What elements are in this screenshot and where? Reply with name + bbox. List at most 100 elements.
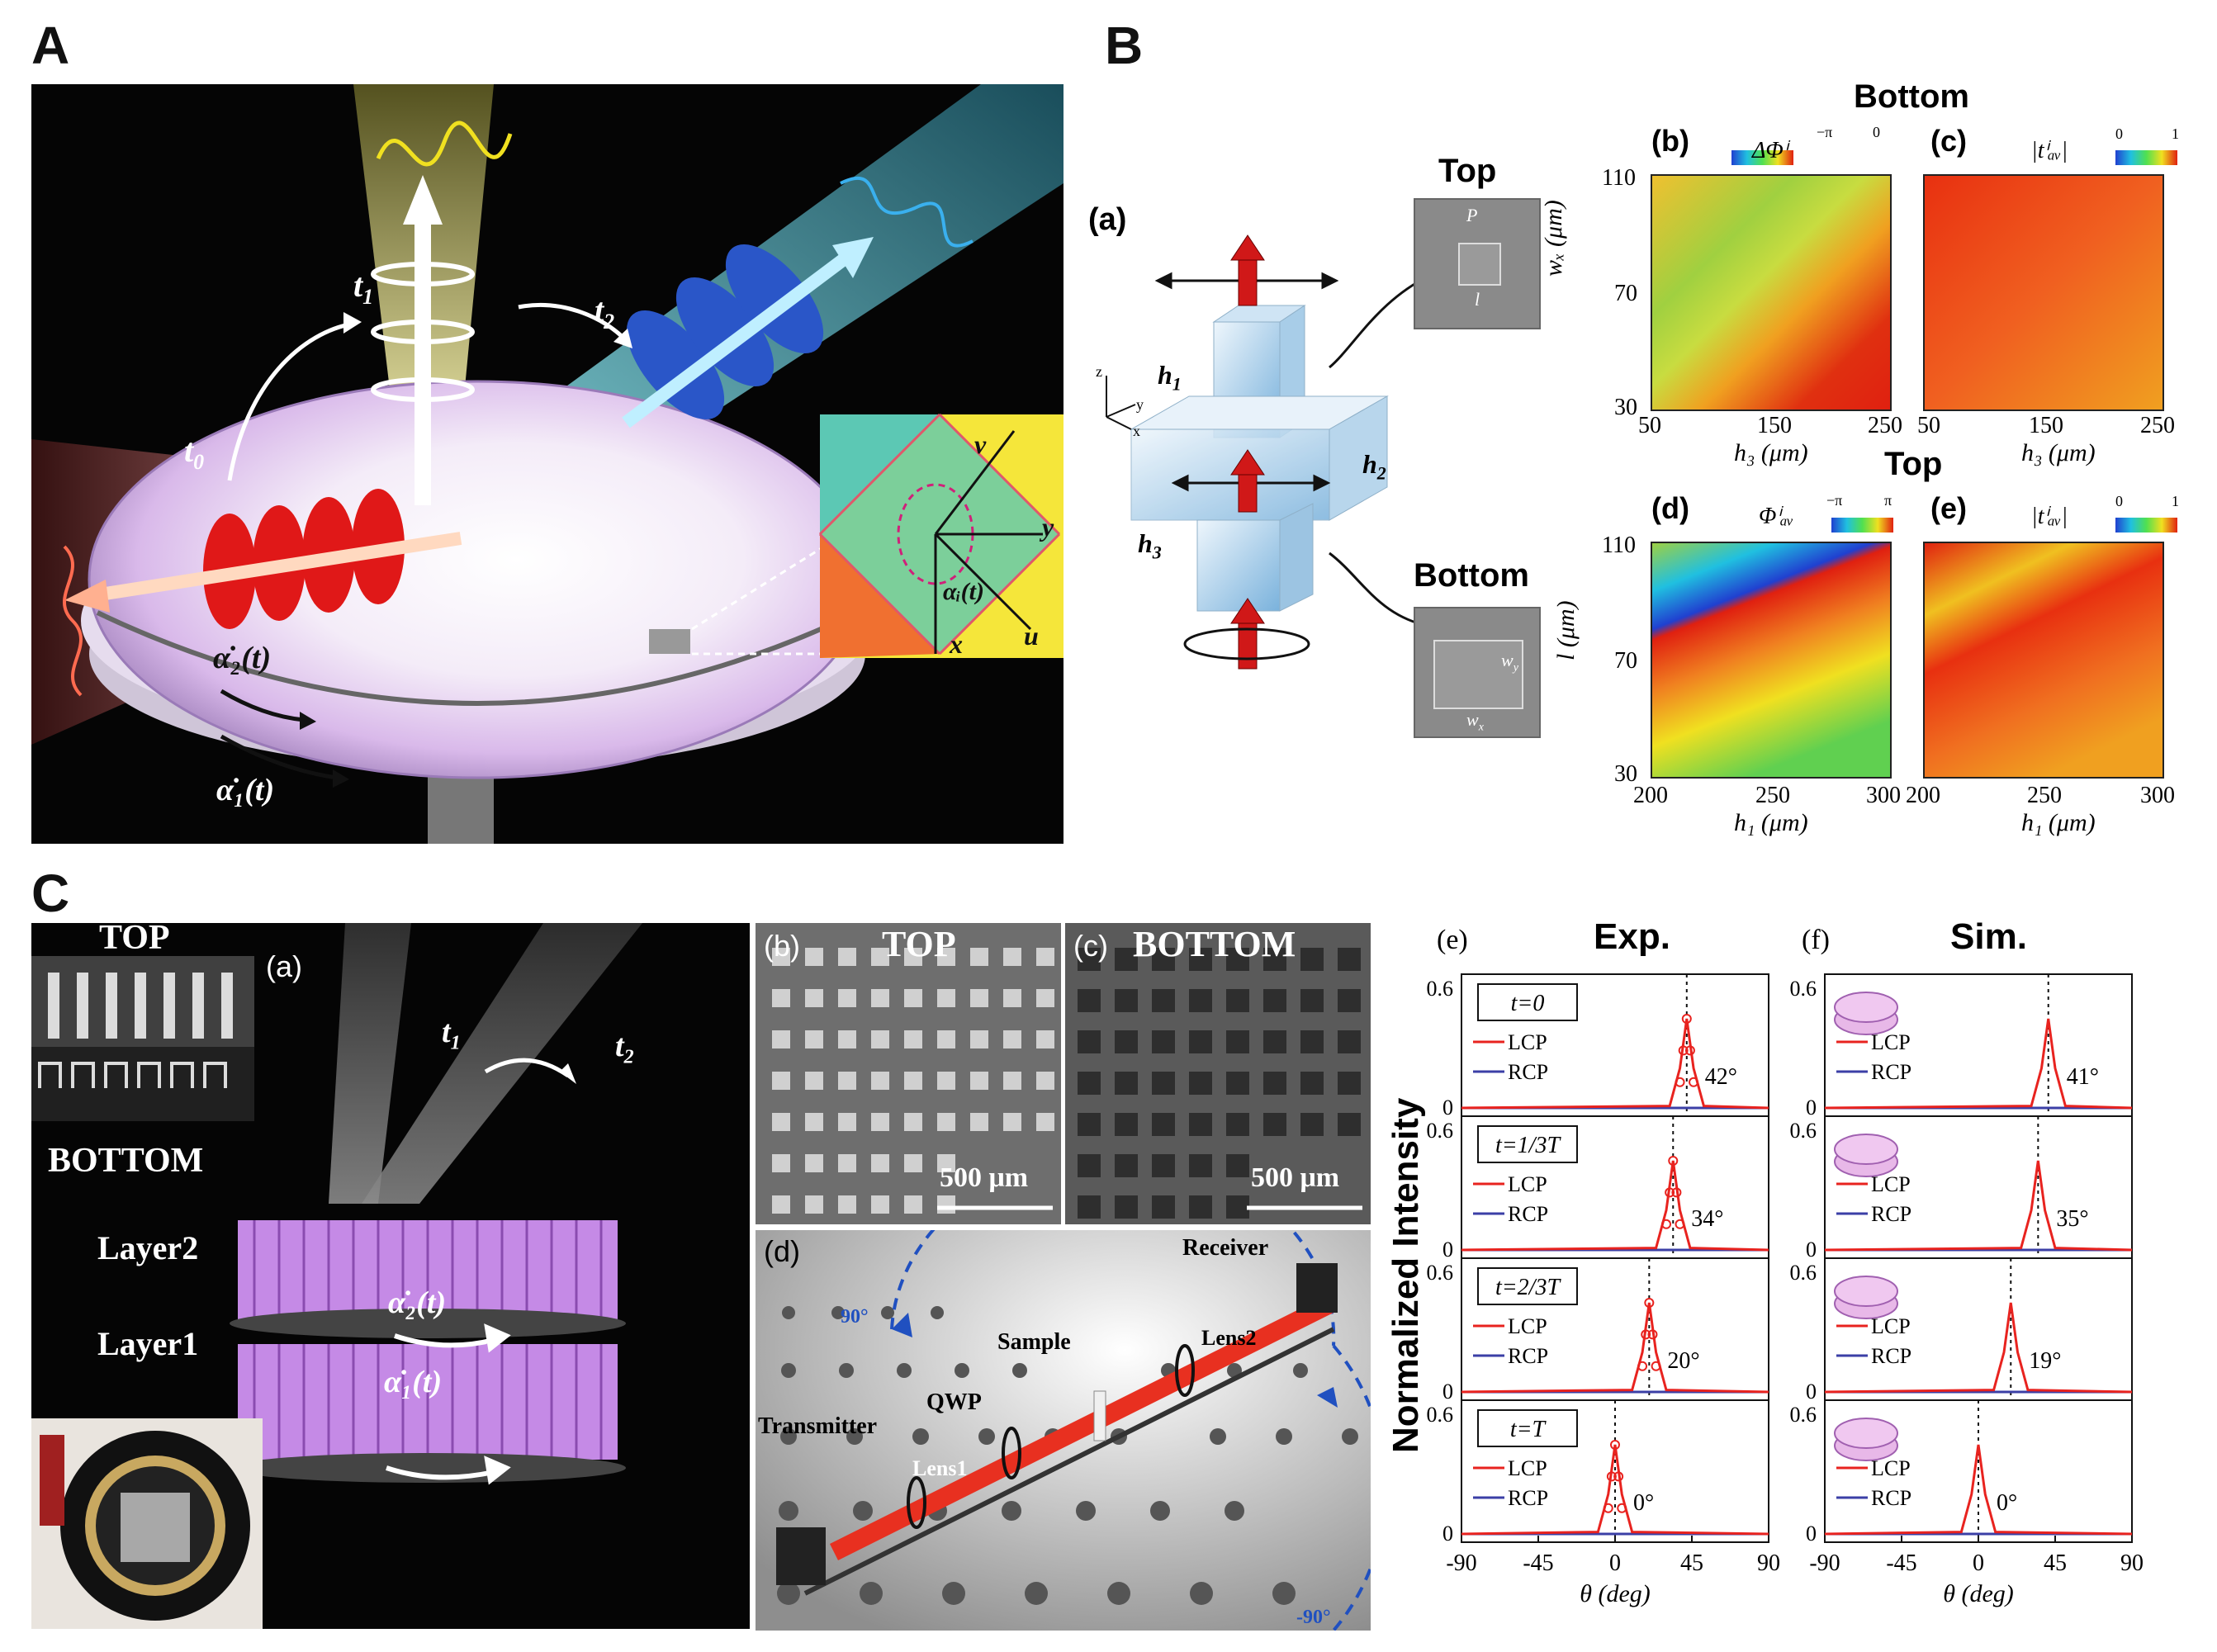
xtick-label: 90: [2120, 1550, 2144, 1576]
xtick-label: 45: [1680, 1550, 1703, 1576]
legend-rcp-label: RCP: [1508, 1202, 1548, 1226]
sem-bottom-scalebar-label: 500 μm: [1251, 1162, 1340, 1193]
time-label-box: [1477, 1409, 1578, 1447]
inset-v-label: v: [974, 429, 987, 459]
rotating-layers-icon: [1834, 1418, 1898, 1449]
c-alpha2-label: α̇₂(t): [388, 1285, 447, 1320]
lcp-data-point: [1689, 1077, 1699, 1087]
setup-sub-d: (d): [764, 1234, 800, 1268]
inset-y-label: y: [1042, 512, 1054, 542]
lcp-series-line: [1824, 1018, 2133, 1110]
legend-rcp-label: RCP: [1508, 1344, 1548, 1368]
lcp-data-point: [1647, 1329, 1658, 1340]
map-c-cbar-max: 1: [2172, 125, 2179, 142]
legend-lcp-label: LCP: [1508, 1314, 1547, 1338]
top-sem-p-label: P: [1466, 205, 1478, 225]
row2-xtick-e-200: 200: [1906, 783, 1940, 808]
c-t2-label: t2: [615, 1029, 634, 1068]
qwp-label: QWP: [926, 1389, 982, 1415]
row2-ytick-70: 70: [1614, 648, 1637, 674]
row1-ytick-30: 30: [1614, 395, 1637, 420]
lcp-data-point: [1681, 1014, 1692, 1024]
c-top-word: TOP: [99, 919, 170, 957]
lcp-data-point: [1610, 1440, 1620, 1450]
row1-xtick-b-150: 150: [1757, 413, 1792, 438]
layer1-label: Layer1: [97, 1325, 199, 1362]
lcp-data-point: [1651, 1361, 1661, 1371]
panel-b-sub-a: (a): [1088, 202, 1127, 237]
x-axis-label: θ (deg): [1580, 1580, 1651, 1607]
bottom-sem-rect: [1433, 640, 1523, 709]
degm90-label: -90°: [1296, 1607, 1331, 1628]
sample-label: Sample: [997, 1329, 1071, 1355]
axis-y-label: y: [1136, 396, 1144, 413]
row2-xlabel-d: h₁ (μm): [1734, 809, 1808, 836]
map-d: [1651, 518, 1893, 779]
map-c-label: (c): [1930, 124, 1967, 158]
rotating-layers-icon: [1834, 1134, 1898, 1165]
bottom-sem-wy-label: wy: [1501, 650, 1518, 675]
ytick-label: 0.6: [1790, 977, 1817, 1001]
row2-ytick-110: 110: [1602, 533, 1636, 558]
map-e-cbar-min: 0: [2115, 493, 2123, 509]
xtick-label: -45: [1886, 1550, 1916, 1576]
inset-alpha-label: αᵢ(t): [943, 578, 984, 605]
map-b-cbar-max: 0: [1873, 124, 1880, 140]
lcp-data-point: [1661, 1219, 1671, 1229]
sem-bottom-sub-c: (c): [1073, 929, 1108, 963]
map-d-cbar-max: π: [1884, 492, 1893, 509]
top-sem-image: P l: [1414, 198, 1541, 329]
parameter-maps: [1651, 150, 2177, 779]
sem-top-label: TOP: [882, 924, 956, 964]
sem-top-scalebar-label: 500 μm: [940, 1162, 1029, 1193]
lcp-series-line: [1824, 1444, 2133, 1536]
bottom-sem-image: wy wx: [1414, 607, 1541, 738]
map-b: [1651, 150, 1892, 411]
lcp-data-point: [1603, 1503, 1613, 1513]
time-label-box: [1477, 1267, 1578, 1305]
legend-rcp-label: RCP: [1871, 1202, 1911, 1226]
ytick-label: 0: [1806, 1522, 1817, 1545]
lcp-data-point: [1644, 1298, 1655, 1308]
panel-label-c: C: [31, 864, 70, 923]
row1-xtick-c-50: 50: [1917, 413, 1940, 438]
ytick-label: 0.6: [1790, 1119, 1817, 1143]
layer1-stack: [230, 1344, 626, 1483]
chart-e-label: (e): [1437, 925, 1468, 955]
xtick-label: -45: [1523, 1550, 1553, 1576]
legend-lcp-label: LCP: [1871, 1172, 1911, 1196]
bottom-sem-title: Bottom: [1414, 557, 1529, 594]
panel-a-illustration: [31, 84, 1063, 844]
maps-top-title: Top: [1884, 446, 1943, 482]
layer2-label: Layer2: [97, 1229, 199, 1266]
bottom-sem-wx-label: wx: [1466, 709, 1484, 734]
ytick-label: 0.6: [1427, 1261, 1454, 1285]
map-b-cbar-min: −π: [1817, 124, 1833, 140]
map-e-cbar-title: |tⁱₐᵥ|: [2031, 504, 2068, 529]
peak-angle-annotation: 42°: [1705, 1064, 1737, 1090]
ytick-label: 0: [1806, 1380, 1817, 1403]
maps-bottom-title: Bottom: [1854, 78, 1969, 115]
h3-label: h3: [1138, 528, 1162, 563]
xtick-label: -90: [1809, 1550, 1840, 1576]
lcp-series-line: [1824, 1302, 2133, 1394]
row1-ylabel: wₓ (μm): [1540, 200, 1567, 277]
map-d-cbar-min: −π: [1826, 492, 1843, 509]
row2-xtick-e-250: 250: [2027, 783, 2062, 808]
top-sem-title: Top: [1438, 153, 1497, 189]
rotating-layers-icon: [1834, 1276, 1898, 1307]
row1-xtick-b-50: 50: [1638, 413, 1661, 438]
xtick-label: -90: [1446, 1550, 1476, 1576]
time-label: t=2/3T: [1495, 1275, 1561, 1300]
panel-label-a: A: [31, 16, 70, 75]
lcp-series-line: [1461, 1444, 1769, 1536]
row2-xtick-d-250: 250: [1755, 783, 1790, 808]
ytick-label: 0.6: [1790, 1403, 1817, 1427]
peak-angle-annotation: 0°: [1633, 1490, 1654, 1516]
lcp-series-line: [1824, 1160, 2133, 1252]
map-b-cbar-title: ΔΦⁱ: [1752, 138, 1788, 163]
lcp-data-point: [1678, 1045, 1689, 1056]
top-sem-l-label: l: [1475, 289, 1480, 310]
panel-a-alpha2-label: α̇₂(t): [213, 641, 272, 675]
